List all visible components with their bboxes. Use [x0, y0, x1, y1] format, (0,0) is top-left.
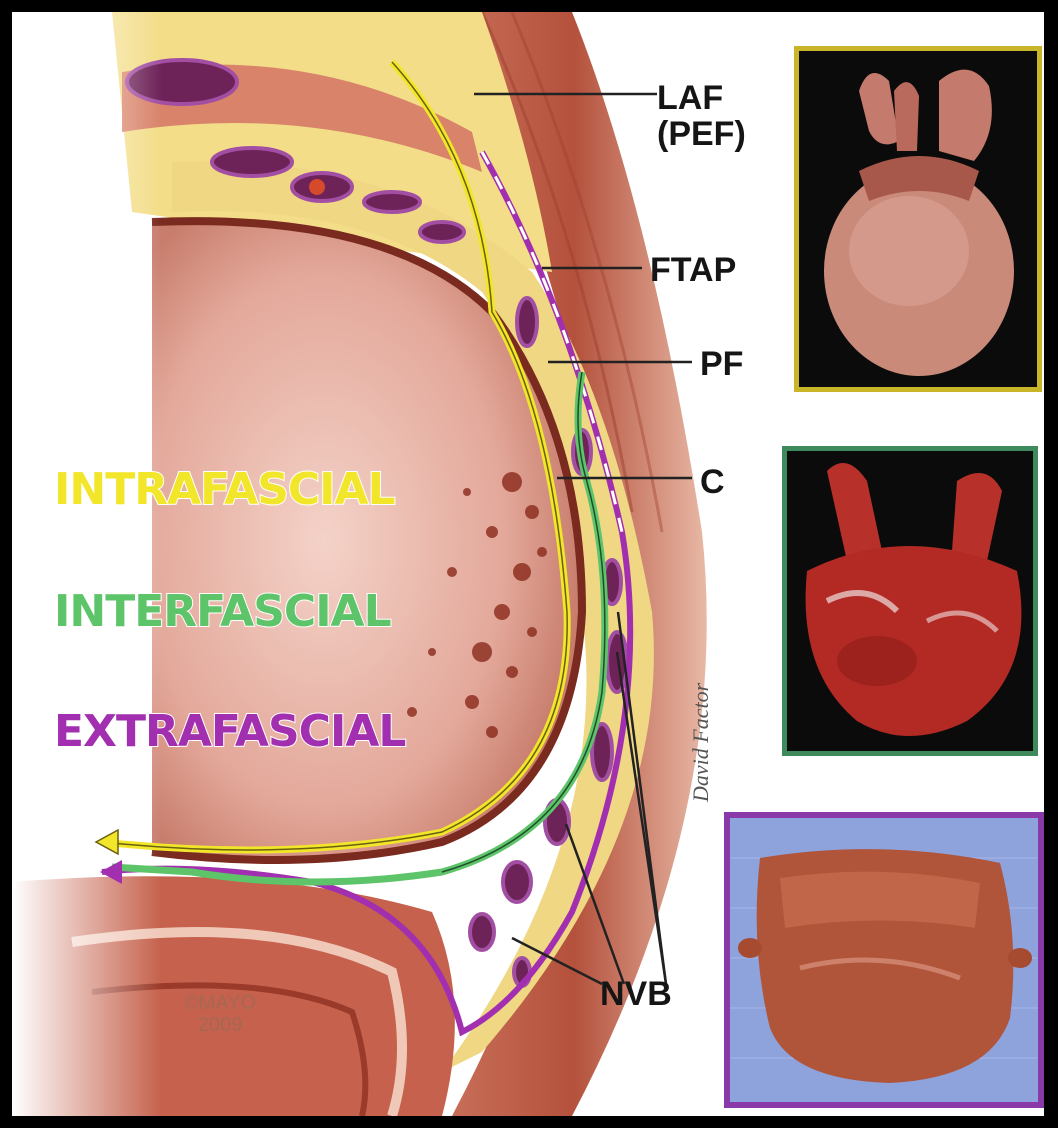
interfascial-title: INTERFASCIAL: [54, 586, 391, 637]
extrafascial-specimen-photo: [724, 812, 1044, 1108]
intrafascial-title: INTRAFASCIAL: [54, 464, 395, 515]
intrafascial-specimen-photo: [794, 46, 1042, 392]
laf-label-line2: (PEF): [657, 116, 746, 152]
laf-label: LAF (PEF): [657, 80, 746, 152]
artist-credit: David Factor: [688, 683, 714, 802]
copyright-line2: 2009: [184, 1014, 256, 1036]
prostate-cross-section-illustration: [12, 12, 772, 1116]
pf-label: PF: [700, 346, 743, 382]
laf-label-line1: LAF: [657, 80, 746, 116]
copyright-line1: ©MAYO: [184, 992, 256, 1014]
ftap-label: FTAP: [650, 252, 736, 288]
nvb-label: NVB: [600, 976, 672, 1012]
anatomy-figure: LAF (PEF) FTAP PF C NVB INTRAFASCIAL INT…: [12, 12, 1044, 1116]
c-label: C: [700, 464, 725, 500]
extrafascial-title: EXTRAFASCIAL: [54, 706, 405, 757]
interfascial-specimen-photo: [782, 446, 1038, 756]
copyright-mark: ©MAYO 2009: [184, 992, 256, 1036]
